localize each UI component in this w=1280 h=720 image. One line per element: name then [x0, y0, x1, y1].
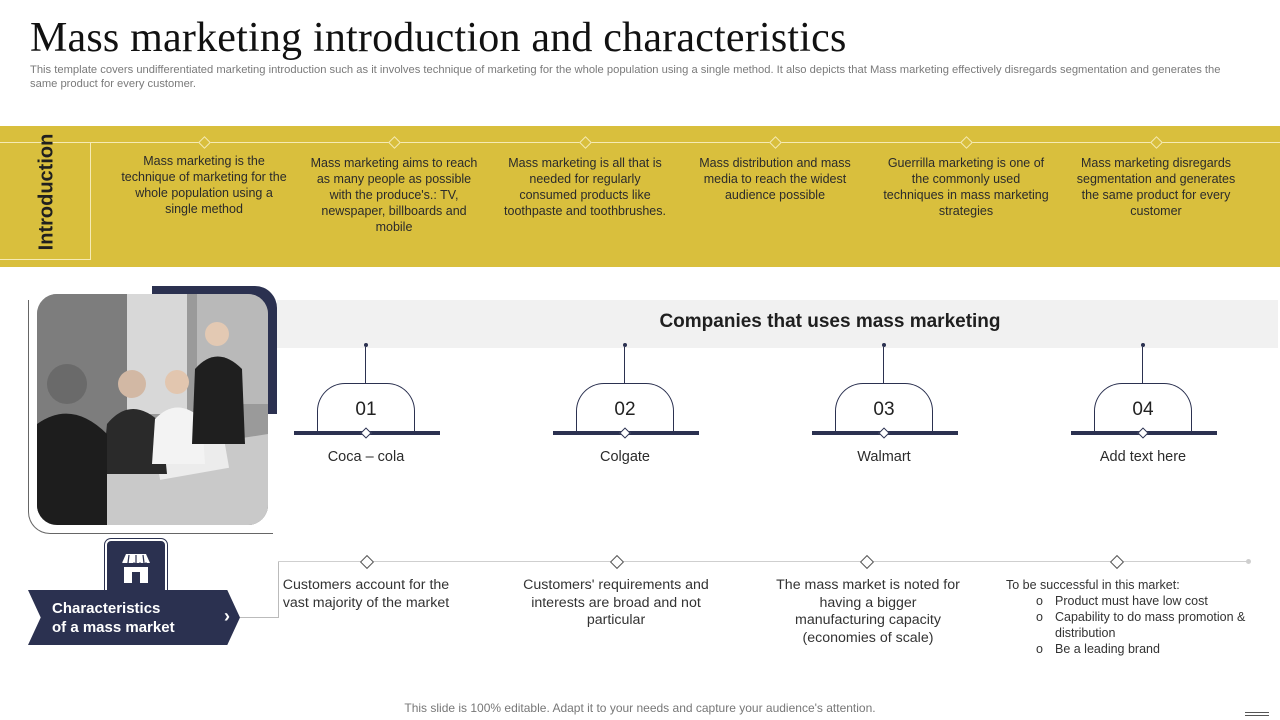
intro-item: Mass marketing is the technique of marke…	[121, 154, 287, 216]
company-number: 03	[873, 399, 895, 420]
company-number: 04	[1132, 399, 1154, 420]
slide-title: Mass marketing introduction and characte…	[30, 15, 847, 61]
success-bullet: Product must have low cost	[1036, 593, 1276, 609]
characteristic-item: The mass market is noted for having a bi…	[776, 577, 960, 646]
pin-dot	[364, 343, 368, 347]
intro-item: Mass distribution and mass media to reac…	[699, 156, 851, 202]
success-bullet: Capability to do mass promotion & distri…	[1036, 609, 1276, 641]
timeline-end-dot	[1246, 559, 1251, 564]
characteristic-item: Customers account for the vast majority …	[282, 577, 450, 611]
number-cap	[576, 383, 674, 432]
characteristics-banner	[28, 590, 240, 645]
company-card: 03 Walmart	[809, 343, 959, 473]
characteristics-label-line2: of a mass market	[52, 619, 175, 636]
meeting-photo	[37, 294, 268, 525]
company-name: Walmart	[857, 449, 911, 465]
company-card: 01 Coca – cola	[291, 343, 441, 473]
characteristic-item: Customers' requirements and interests ar…	[523, 577, 709, 628]
timeline-marker	[1109, 554, 1125, 570]
number-cap	[835, 383, 933, 432]
intro-item: Guerrilla marketing is one of the common…	[883, 156, 1049, 218]
pin-line	[365, 347, 366, 383]
introduction-band	[0, 126, 1280, 267]
footer-note: This slide is 100% editable. Adapt it to…	[404, 701, 876, 715]
pin-line	[1142, 347, 1143, 383]
characteristics-label: Characteristics of a mass market	[52, 599, 175, 637]
timeline-marker	[859, 554, 875, 570]
success-heading: To be successful in this market:	[1006, 578, 1180, 592]
store-icon	[121, 554, 151, 583]
pin-dot	[623, 343, 627, 347]
pin-line	[883, 347, 884, 383]
characteristics-label-line1: Characteristics	[52, 600, 161, 617]
intro-item: Mass marketing aims to reach as many peo…	[310, 156, 478, 234]
number-cap	[1094, 383, 1192, 432]
timeline-marker	[359, 554, 375, 570]
introduction-frame	[0, 142, 91, 260]
company-number: 02	[614, 399, 636, 420]
introduction-line	[90, 142, 1280, 143]
success-bullet: Be a leading brand	[1036, 641, 1276, 657]
introduction-label: Introduction	[35, 133, 58, 251]
connector-line	[278, 561, 279, 618]
company-card: 04 Add text here	[1068, 343, 1218, 473]
companies-title: Companies that uses mass marketing	[659, 311, 1001, 332]
intro-item: Mass marketing is all that is needed for…	[504, 156, 666, 218]
photo-outline	[28, 300, 273, 534]
number-cap	[317, 383, 415, 432]
chevron-right-icon: ›	[224, 606, 230, 626]
success-list: To be successful in this market: Product…	[1006, 577, 1276, 657]
pin-line	[624, 347, 625, 383]
slide-subtitle: This template covers undifferentiated ma…	[30, 64, 1221, 90]
company-name: Colgate	[600, 449, 650, 465]
connector-line	[240, 617, 278, 618]
company-number: 01	[355, 399, 377, 420]
company-name: Add text here	[1099, 449, 1187, 465]
company-name: Coca – cola	[327, 449, 405, 465]
companies-header-bar	[277, 300, 1278, 348]
characteristics-timeline	[278, 561, 1250, 562]
pin-dot	[1141, 343, 1145, 347]
company-card: 02 Colgate	[550, 343, 700, 473]
pin-dot	[882, 343, 886, 347]
corner-mark	[1245, 712, 1269, 713]
intro-item: Mass marketing disregards segmentation a…	[1076, 156, 1236, 218]
timeline-marker	[609, 554, 625, 570]
